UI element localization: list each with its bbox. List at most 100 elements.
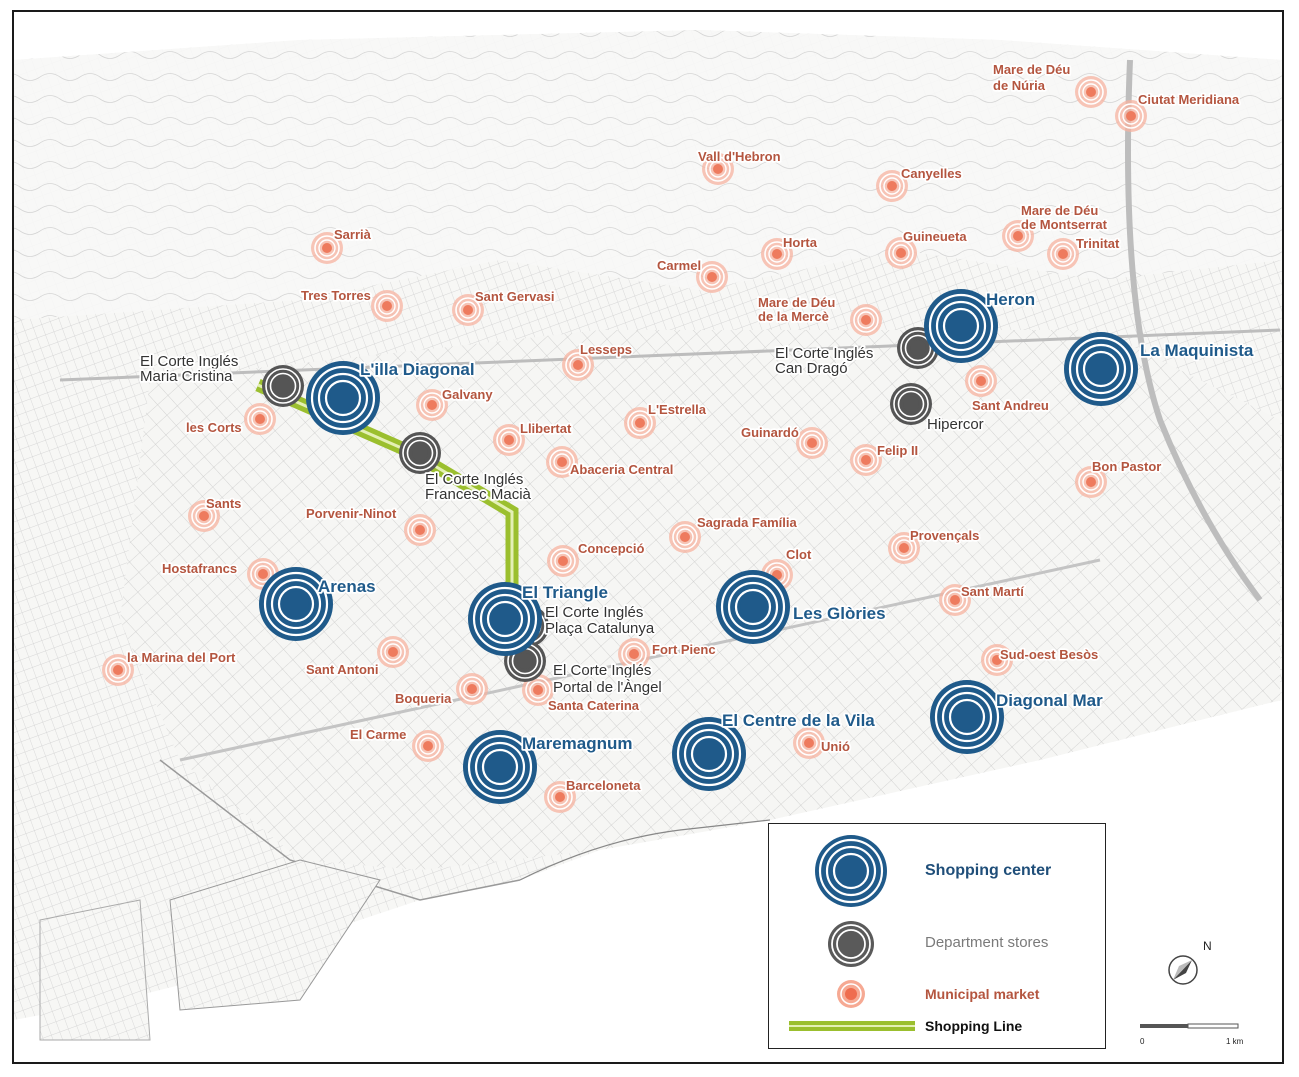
municipal-market-marker <box>885 237 917 269</box>
department-store-label-line2: Francesc Macià <box>425 486 532 503</box>
department-store-marker <box>890 383 932 425</box>
municipal-market-marker <box>493 424 525 456</box>
municipal-market-marker <box>522 674 554 706</box>
department-store-label-line2: Can Dragó <box>775 360 848 377</box>
shopping-center-label: Les Glòries <box>793 604 886 623</box>
department-store-label-line2: Plaça Catalunya <box>545 620 655 637</box>
scale-bar: 0 1 km <box>1140 1023 1244 1046</box>
municipal-market-label: Mare de Déu <box>993 62 1070 77</box>
municipal-market-marker <box>452 294 484 326</box>
scale-bar-dark-segment <box>1140 1024 1188 1028</box>
municipal-market-label: L'Estrella <box>648 402 707 417</box>
legend-municipal-market-label: Municipal market <box>925 986 1040 1002</box>
shopping-center-label: Maremagnum <box>522 734 633 753</box>
municipal-market-marker <box>102 654 134 686</box>
municipal-market-marker <box>939 584 971 616</box>
municipal-market-label: Provençals <box>910 528 979 543</box>
department-store-marker <box>399 432 441 474</box>
municipal-markets-layer <box>102 76 1147 813</box>
shopping-center-label: Diagonal Mar <box>996 691 1103 710</box>
legend-department-stores-label: Department stores <box>925 934 1049 951</box>
municipal-market-marker <box>544 781 576 813</box>
department-store-label: El Corte Inglés <box>775 345 873 362</box>
municipal-market-marker <box>377 636 409 668</box>
municipal-market-label: Sant Gervasi <box>475 289 555 304</box>
municipal-market-marker <box>876 170 908 202</box>
legend-shopping-center-symbol <box>815 835 887 907</box>
legend: Shopping center Department stores Munici… <box>768 823 1106 1049</box>
municipal-market-marker <box>624 407 656 439</box>
municipal-market-marker <box>618 638 650 670</box>
municipal-market-label: Boqueria <box>395 691 452 706</box>
municipal-market-marker <box>546 446 578 478</box>
municipal-market-label: Lesseps <box>580 342 632 357</box>
municipal-market-marker <box>311 232 343 264</box>
municipal-market-label: Sant Antoni <box>306 662 378 677</box>
municipal-market-label: Bon Pastor <box>1092 459 1161 474</box>
municipal-market-marker <box>796 427 828 459</box>
municipal-market-marker <box>702 153 734 185</box>
municipal-market-label: Mare de Déu <box>1021 203 1098 218</box>
shopping-center-marker <box>259 567 333 641</box>
scale-bar-light-segment <box>1187 1023 1239 1029</box>
municipal-market-label: Ciutat Meridiana <box>1138 92 1240 107</box>
municipal-market-marker <box>412 730 444 762</box>
municipal-market-marker <box>965 365 997 397</box>
municipal-market-label: Galvany <box>442 387 493 402</box>
municipal-market-label: Sant Andreu <box>972 398 1049 413</box>
shopping-center-marker <box>672 717 746 791</box>
municipal-market-label: la Marina del Port <box>127 650 236 665</box>
municipal-market-marker <box>1075 76 1107 108</box>
municipal-market-marker <box>371 290 403 322</box>
shopping-center-marker <box>930 680 1004 754</box>
shopping-center-label: Arenas <box>318 577 376 596</box>
municipal-market-marker <box>562 349 594 381</box>
municipal-market-label-line2: de Montserrat <box>1021 217 1108 232</box>
legend-shopping-line-symbol <box>789 1021 915 1031</box>
shopping-center-label: El Triangle <box>522 583 608 602</box>
municipal-market-label: Guinardó <box>741 425 799 440</box>
shopping-center-marker <box>463 730 537 804</box>
shopping-center-marker <box>924 289 998 363</box>
municipal-market-marker <box>456 673 488 705</box>
municipal-market-marker <box>1002 220 1034 252</box>
municipal-market-label: Vall d'Hebron <box>698 149 781 164</box>
municipal-market-label: les Corts <box>186 420 242 435</box>
municipal-market-marker <box>1047 238 1079 270</box>
municipal-market-label: Concepció <box>578 541 645 556</box>
municipal-market-marker <box>850 444 882 476</box>
municipal-market-marker <box>888 532 920 564</box>
municipal-market-label: Carmel <box>657 258 701 273</box>
department-store-label-line2: Portal de l'Àngel <box>553 679 662 696</box>
shopping-center-label: L'illa Diagonal <box>360 360 475 379</box>
municipal-market-label: Sud-oest Besòs <box>1000 647 1098 662</box>
municipal-market-label: Sarrià <box>334 227 372 242</box>
municipal-market-marker <box>850 304 882 336</box>
shopping-center-label: El Centre de la Vila <box>722 711 875 730</box>
municipal-market-label: Fort Pienc <box>652 642 716 657</box>
municipal-market-marker <box>244 403 276 435</box>
municipal-market-marker <box>404 514 436 546</box>
shopping-centers-layer <box>259 289 1138 804</box>
municipal-market-label: Mare de Déu <box>758 295 835 310</box>
municipal-market-label: Barceloneta <box>566 778 641 793</box>
municipal-market-label-line2: de Núria <box>993 78 1046 93</box>
department-store-label-line2: Maria Cristina <box>140 368 233 385</box>
municipal-market-label: Santa Caterina <box>548 698 640 713</box>
municipal-market-label: Trinitat <box>1076 236 1120 251</box>
legend-municipal-market-symbol <box>837 980 865 1008</box>
north-arrow-ring <box>1168 955 1198 985</box>
north-arrow: N <box>1168 939 1212 985</box>
municipal-market-label: Llibertat <box>520 421 572 436</box>
municipal-market-label: Porvenir-Ninot <box>306 506 397 521</box>
municipal-market-label: Clot <box>786 547 812 562</box>
municipal-market-label: Sagrada Família <box>697 515 797 530</box>
municipal-market-label: Sants <box>206 496 241 511</box>
legend-symbols <box>789 835 915 1031</box>
north-arrow-needle-shade <box>1173 960 1192 980</box>
municipal-market-label: Horta <box>783 235 818 250</box>
department-store-label: Hipercor <box>927 416 984 433</box>
legend-shopping-line-label: Shopping Line <box>925 1018 1023 1034</box>
